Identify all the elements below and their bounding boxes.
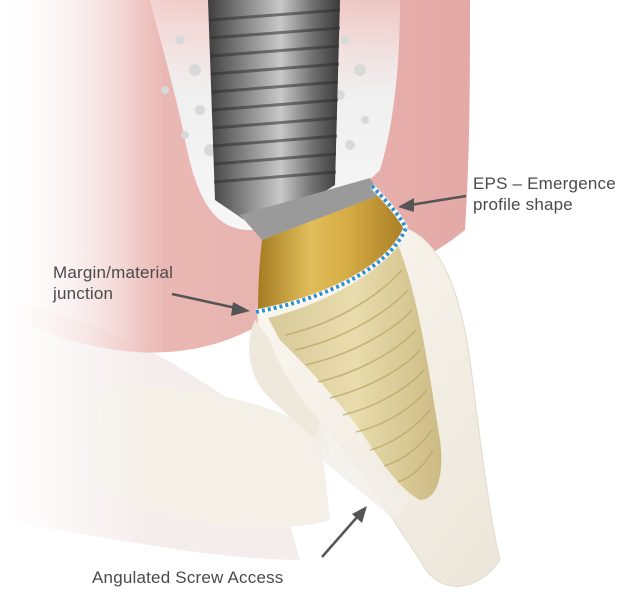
screw-access-label-line1: Angulated Screw Access <box>92 567 284 588</box>
eps-label: EPS – Emergence profile shape <box>473 173 616 215</box>
margin-label-line1: Margin/material <box>53 262 173 283</box>
margin-label-line2: junction <box>53 283 173 304</box>
screw-access-label: Angulated Screw Access <box>92 567 284 588</box>
margin-label: Margin/material junction <box>53 262 173 304</box>
eps-label-line2: profile shape <box>473 194 616 215</box>
eps-label-line1: EPS – Emergence <box>473 173 616 194</box>
